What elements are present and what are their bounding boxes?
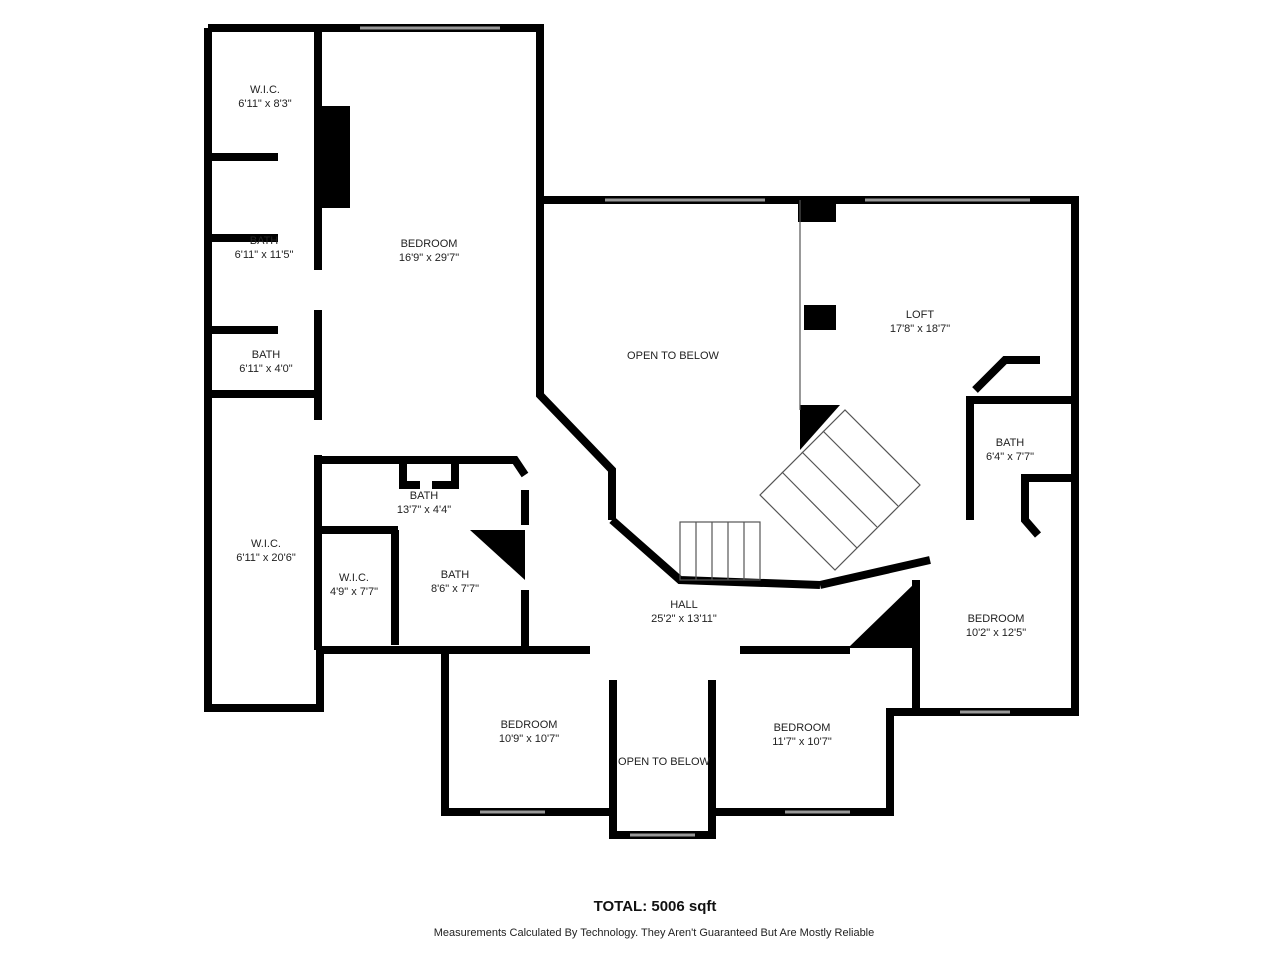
stairs: [679, 200, 921, 581]
room-label-wic-3: W.I.C.4'9" x 7'7": [329, 572, 379, 598]
room-label-wic-1: W.I.C.6'11" x 8'3": [238, 84, 292, 110]
room-label-open-to-below-2: OPEN TO BELOW: [618, 756, 710, 768]
room-label-wic-2: W.I.C.6'11" x 20'6": [236, 538, 296, 564]
fireplace: [318, 106, 350, 208]
windows: [360, 26, 1030, 837]
total-area: TOTAL: 5006 sqft: [593, 898, 717, 915]
disclaimer: Measurements Calculated By Technology. T…: [433, 927, 875, 939]
room-label-open-to-below-1: OPEN TO BELOW: [627, 350, 719, 362]
